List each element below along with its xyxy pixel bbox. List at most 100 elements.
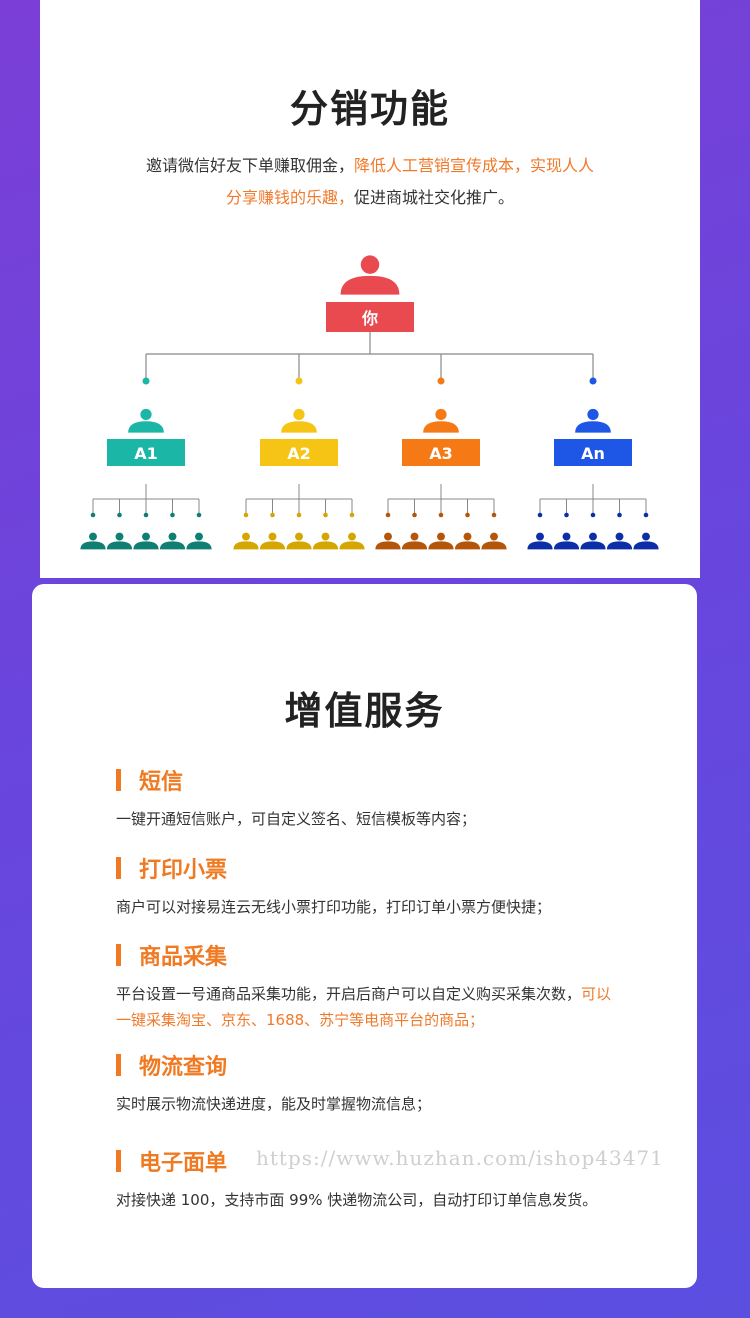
child-person-icon-body	[281, 421, 317, 433]
level2-dot	[385, 512, 391, 518]
grandchild-person-icon-head	[321, 532, 330, 541]
root-label: 你	[361, 309, 378, 328]
service-desc: 对接快递 100，支持市面 99% 快递物流公司，自动打印订单信息发货。	[116, 1191, 598, 1209]
level1-dot	[589, 377, 597, 385]
level2-dot	[590, 512, 596, 518]
level2-dot	[270, 512, 275, 518]
level2-dot	[323, 512, 328, 518]
level2-dot	[196, 512, 202, 518]
root-label-box	[326, 302, 414, 332]
level2-dot	[564, 512, 569, 518]
service-desc-text: 平台设置一号通商品采集功能，开启后商户可以自定义购买采集次数，	[116, 985, 582, 1003]
level1-dot	[142, 377, 150, 385]
level2-dot	[143, 512, 149, 518]
grandchild-person-icon-head	[168, 532, 177, 541]
child-label-box	[107, 439, 185, 466]
grandchild-person-icon-body	[553, 541, 580, 550]
grandchild-person-icon-head	[562, 532, 571, 541]
grandchild-person-icon-body	[106, 541, 133, 550]
grandchild-person-icon-body	[633, 541, 659, 550]
value-added-card: 增值服务 短信 一键开通短信账户，可自定义签名、短信模板等内容； 打印小票 商户…	[32, 584, 697, 1288]
accent-bar	[116, 1054, 121, 1076]
service-desc: 商户可以对接易连云无线小票打印功能，打印订单小票方便快捷；	[116, 898, 552, 916]
grandchild-person-icon-body	[375, 541, 401, 550]
grandchild-person-icon-body	[454, 541, 481, 550]
level2-dot	[491, 512, 497, 518]
level2-dot	[170, 512, 175, 518]
child-person-icon-body	[575, 421, 611, 433]
accent-bar	[116, 769, 121, 791]
grandchild-person-icon-body	[159, 541, 186, 550]
grandchild-person-icon-body	[312, 541, 339, 550]
level2-dot	[643, 512, 649, 518]
grandchild-person-icon-body	[286, 541, 312, 550]
child-person-icon-body	[423, 421, 459, 433]
grandchild-person-icon-head	[268, 532, 277, 541]
service-desc: 平台设置一号通商品采集功能，开启后商户可以自定义购买采集次数，可以一键采集淘宝、…	[116, 981, 626, 1033]
child-label: A2	[287, 444, 311, 463]
service-title: 打印小票	[139, 858, 228, 883]
level1-dot	[437, 377, 445, 385]
grandchild-person-icon-head	[295, 532, 303, 541]
accent-bar	[116, 944, 121, 966]
level2-dot	[537, 512, 543, 518]
watermark-url: https://www.huzhan.com/ishop43471	[256, 1146, 664, 1170]
intro-highlight-2: 分享赚钱的乐趣，	[225, 188, 354, 207]
service-desc: 实时展示物流快递进度，能及时掌握物流信息；	[116, 1095, 432, 1113]
grandchild-person-icon-body	[339, 541, 365, 550]
grandchild-person-icon-head	[463, 532, 472, 541]
level2-dot	[117, 512, 122, 518]
level2-dot	[296, 512, 302, 518]
grandchild-person-icon-head	[142, 532, 150, 541]
service-item-logistics: 物流查询 实时展示物流快递进度，能及时掌握物流信息；	[116, 1049, 676, 1117]
child-label: A1	[134, 444, 158, 463]
child-label-box	[402, 439, 480, 466]
level2-dot	[412, 512, 417, 518]
service-item-collect: 商品采集 平台设置一号通商品采集功能，开启后商户可以自定义购买采集次数，可以一键…	[116, 939, 676, 1033]
child-person-icon-head	[140, 408, 152, 421]
grandchild-person-icon-head	[89, 532, 97, 541]
distribution-card: 分销功能 邀请微信好友下单赚取佣金，降低人工营销宣传成本，实现人人 分享赚钱的乐…	[40, 0, 700, 578]
grandchild-person-icon-body	[580, 541, 606, 550]
grandchild-person-icon-head	[490, 532, 498, 541]
grandchild-person-icon-head	[115, 532, 124, 541]
grandchild-person-icon-head	[615, 532, 624, 541]
child-person-icon-body	[128, 421, 164, 433]
grandchild-person-icon-head	[437, 532, 445, 541]
service-item-print: 打印小票 商户可以对接易连云无线小票打印功能，打印订单小票方便快捷；	[116, 852, 676, 920]
grandchild-person-icon-head	[195, 532, 203, 541]
level2-dot	[243, 512, 249, 518]
service-title: 商品采集	[139, 945, 228, 970]
grandchild-person-icon-head	[410, 532, 419, 541]
accent-bar	[116, 1150, 121, 1172]
grandchild-person-icon-body	[428, 541, 454, 550]
intro-text-2: 促进商城社交化推广。	[354, 188, 515, 207]
grandchild-person-icon-head	[348, 532, 356, 541]
grandchild-person-icon-body	[186, 541, 212, 550]
child-person-icon-head	[587, 408, 599, 421]
accent-bar	[116, 857, 121, 879]
level2-dot	[438, 512, 444, 518]
intro-highlight-1: 降低人工营销宣传成本，实现人人	[354, 156, 595, 175]
level2-dot	[617, 512, 622, 518]
grandchild-person-icon-body	[606, 541, 633, 550]
distribution-title: 分销功能	[289, 87, 450, 131]
grandchild-person-icon-head	[384, 532, 392, 541]
service-desc: 一键开通短信账户，可自定义签名、短信模板等内容；	[116, 810, 477, 828]
child-person-icon-head	[435, 408, 447, 421]
service-item-waybill: 电子面单 对接快递 100，支持市面 99% 快递物流公司，自动打印订单信息发货…	[116, 1145, 676, 1213]
service-title: 短信	[139, 770, 184, 795]
grandchild-person-icon-body	[401, 541, 428, 550]
child-label-box	[554, 439, 632, 466]
distribution-intro: 邀请微信好友下单赚取佣金，降低人工营销宣传成本，实现人人 分享赚钱的乐趣，促进商…	[120, 150, 620, 214]
grandchild-person-icon-body	[481, 541, 507, 550]
value-added-title: 增值服务	[284, 689, 445, 733]
service-item-sms: 短信 一键开通短信账户，可自定义签名、短信模板等内容；	[116, 764, 676, 832]
child-label: An	[581, 444, 605, 463]
service-title: 电子面单	[139, 1151, 228, 1176]
grandchild-person-icon-body	[133, 541, 159, 550]
intro-text-1: 邀请微信好友下单赚取佣金，	[145, 156, 354, 175]
grandchild-person-icon-body	[527, 541, 553, 550]
root-person-icon-head	[360, 255, 380, 274]
